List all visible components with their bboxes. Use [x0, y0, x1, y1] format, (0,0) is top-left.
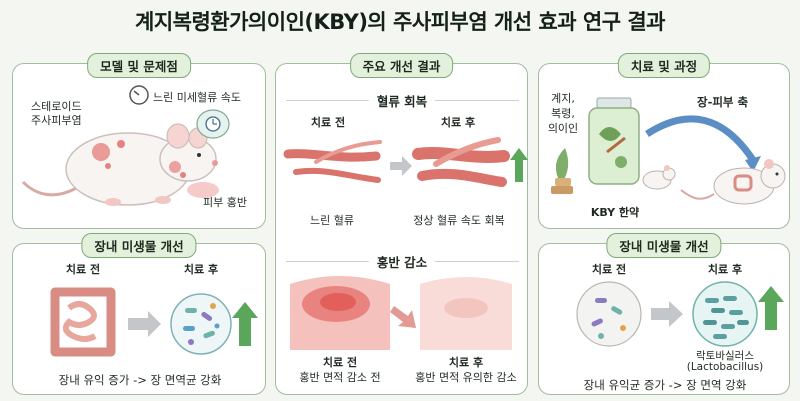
blood-flow-arrow-icon — [390, 156, 412, 176]
increase-up-arrow-icon — [232, 302, 258, 346]
blood-vessel-illustrations — [283, 137, 528, 350]
treated-mouse-icon — [680, 159, 786, 205]
blood-flow-before-label: 치료 전 — [310, 116, 346, 129]
clock-bubble-icon — [196, 109, 230, 139]
herb-label-line2: 복령, — [551, 107, 575, 120]
gut-skin-curved-arrow-icon — [645, 115, 761, 172]
gut-right-illustrations — [576, 281, 784, 347]
gut-right-arrow-icon — [651, 301, 683, 327]
blood-flow-after-caption: 정상 혈류 속도 회복 — [413, 214, 505, 227]
mouse-illustration — [21, 85, 230, 206]
results-panel-header: 주요 개선 결과 — [349, 53, 454, 78]
microbiome-circle-icon — [170, 293, 232, 355]
lactobacillus-circle-icon — [692, 281, 758, 347]
treatment-illustrations — [551, 97, 786, 205]
gut-right-panel-header: 장내 미생물 개선 — [606, 233, 722, 258]
page-title: 계지복령환가의이인(KBY)의 주사피부염 개선 효과 연구 결과 — [135, 10, 665, 34]
vessel-after-icon — [412, 137, 510, 187]
speed-gauge-icon — [129, 85, 149, 105]
gut-left-panel: 장내 미생물 개선 치료 전 치료 후 장내 유익 증가 -> 장 면역균 강화 — [12, 233, 266, 395]
microbiome-before-icon — [576, 281, 642, 347]
model-panel: 모델 및 문제점 — [12, 53, 266, 229]
bacteria-label-line1: 락토바실러스 — [696, 350, 754, 362]
small-mouse-icon — [642, 165, 676, 190]
gut-right-panel: 장내 미생물 개선 치료 전 치료 후 — [538, 233, 790, 395]
gut-left-panel-header: 장내 미생물 개선 — [81, 233, 197, 258]
erythema-subhead: 홍반 감소 — [368, 252, 436, 271]
blood-flow-after-label: 치료 후 — [440, 116, 476, 129]
gut-right-before-label: 치료 전 — [591, 263, 627, 276]
blood-flow-before-caption: 느린 혈류 — [310, 214, 354, 227]
label-disease-line1: 스테로이드 — [31, 100, 82, 113]
kby-label: KBY 한약 — [590, 206, 640, 219]
gut-right-caption: 장내 유익균 증가 -> 장 면역 강화 — [583, 378, 747, 392]
vessel-before-icon — [283, 140, 382, 183]
erythema-before-line1: 치료 전 — [322, 356, 358, 369]
blood-flow-up-arrow-icon — [510, 148, 528, 182]
right-arrow-icon — [128, 311, 161, 337]
gut-right-after-label: 치료 후 — [707, 263, 743, 276]
gut-right-up-arrow-icon — [758, 286, 784, 330]
treatment-panel: 치료 및 과정 계지, 복령, 의이인 장-피부 축 — [538, 53, 790, 229]
erythema-after-line1: 치료 후 — [448, 356, 484, 369]
erythema-arrow-icon — [390, 306, 416, 328]
skin-after-icon — [420, 277, 512, 350]
gut-left-before-label: 치료 전 — [65, 263, 101, 276]
skin-before-icon — [290, 276, 390, 350]
treatment-panel-header: 치료 및 과정 — [617, 53, 711, 78]
erythema-after-line2: 홍반 면적 유의한 감소 — [415, 371, 517, 384]
gut-left-caption: 장내 유익 증가 -> 장 면역균 강화 — [58, 373, 222, 387]
label-slow-flow: 느린 미세혈류 속도 — [153, 91, 241, 104]
label-redness: 피부 홍반 — [203, 196, 247, 209]
gut-left-illustrations — [50, 287, 258, 357]
herb-label-line3: 의이인 — [547, 122, 579, 135]
herb-label-line1: 계지, — [551, 92, 575, 105]
gut-skin-axis-label: 장-피부 축 — [697, 95, 749, 109]
gut-left-after-label: 치료 후 — [183, 263, 219, 276]
bacteria-label-line2: (Lactobacillus) — [686, 361, 764, 373]
results-panel: 주요 개선 결과 혈류 회복 치료 전 치료 후 — [275, 53, 528, 395]
medicine-bottle-icon — [588, 97, 640, 185]
erythema-before-line2: 홍반 면적 감소 전 — [299, 371, 381, 384]
blood-flow-subhead: 혈류 회복 — [368, 91, 436, 110]
intestine-icon — [50, 287, 116, 357]
herb-leaf-icon — [551, 148, 573, 194]
label-disease-line2: 주사피부염 — [31, 114, 82, 127]
model-panel-header: 모델 및 문제점 — [87, 53, 191, 78]
